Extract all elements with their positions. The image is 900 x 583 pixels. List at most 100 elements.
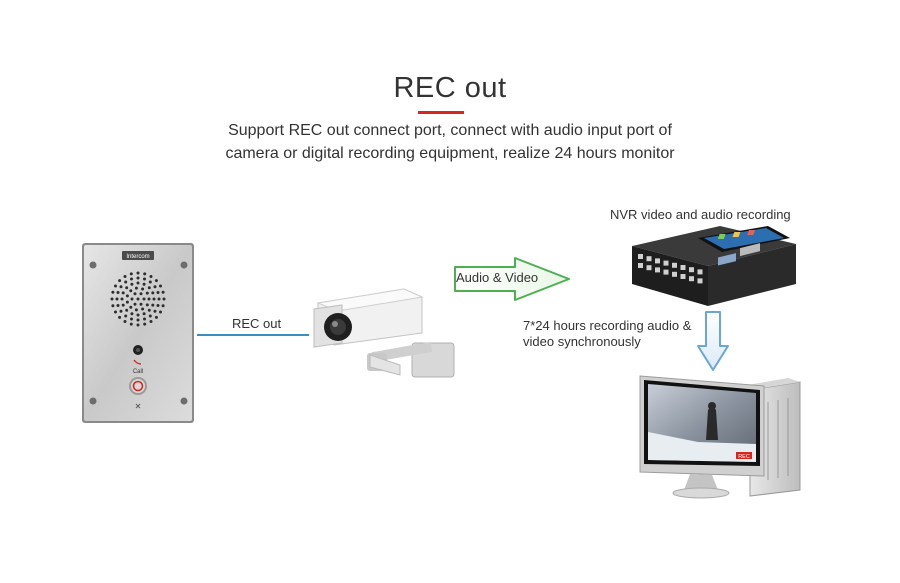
speaker-hole bbox=[119, 285, 123, 289]
speaker-hole bbox=[143, 322, 147, 326]
speaker-hole bbox=[116, 291, 120, 294]
speaker-hole bbox=[129, 272, 133, 276]
speaker-hole bbox=[134, 308, 138, 312]
speaker-hole bbox=[143, 277, 146, 281]
speaker-hole bbox=[162, 297, 166, 301]
monitor-computer-icon: REC bbox=[639, 375, 801, 499]
speaker-hole bbox=[141, 307, 145, 311]
speaker-hole bbox=[139, 302, 143, 306]
audio-video-arrow bbox=[454, 257, 570, 301]
audio-video-label: Audio & Video bbox=[456, 270, 539, 285]
speaker-hole bbox=[159, 284, 162, 288]
speaker-hole bbox=[136, 297, 140, 301]
nvr-port bbox=[646, 256, 652, 262]
speaker-hole bbox=[142, 312, 146, 316]
speaker-hole bbox=[152, 297, 156, 301]
speaker-hole bbox=[111, 290, 115, 294]
intercom-panel: Intercom Call ✕ bbox=[82, 243, 194, 423]
nvr-port bbox=[689, 276, 694, 282]
speaker-hole bbox=[139, 292, 143, 296]
speaker-hole bbox=[133, 292, 137, 296]
speaker-hole bbox=[121, 291, 125, 295]
speaker-hole bbox=[125, 294, 129, 298]
speaker-hole bbox=[116, 304, 120, 307]
speaker-hole bbox=[129, 305, 133, 309]
speaker-hole bbox=[130, 277, 133, 281]
speaker-hole bbox=[142, 297, 146, 301]
speaker-hole bbox=[129, 289, 133, 293]
speaker-hole bbox=[111, 304, 115, 308]
title-underline bbox=[418, 111, 464, 114]
speaker-hole bbox=[130, 317, 133, 321]
speaker-hole bbox=[114, 284, 117, 288]
speaker-hole bbox=[110, 297, 114, 301]
speaker-hole bbox=[130, 312, 134, 316]
nvr-port bbox=[672, 262, 677, 268]
speaker-hole bbox=[148, 280, 152, 284]
nvr-port bbox=[697, 278, 703, 284]
speaker-hole bbox=[118, 279, 122, 283]
camera-icon bbox=[313, 288, 455, 378]
speaker-hole bbox=[118, 315, 122, 319]
speaker-hole bbox=[159, 310, 162, 314]
speaker-hole bbox=[129, 322, 133, 326]
subtitle-line-1: Support REC out connect port, connect wi… bbox=[228, 122, 672, 139]
speaker-hole bbox=[147, 286, 151, 290]
speaker-hole bbox=[123, 275, 127, 278]
speaker-hole bbox=[124, 314, 128, 318]
speaker-hole bbox=[136, 313, 140, 317]
svg-text:✕: ✕ bbox=[135, 402, 142, 411]
speaker-hole bbox=[161, 304, 165, 308]
intercom-brand: Intercom bbox=[126, 254, 149, 260]
speaker-hole bbox=[161, 290, 165, 294]
down-arrow bbox=[697, 311, 729, 371]
speaker-hole bbox=[145, 303, 149, 307]
speaker-hole bbox=[130, 297, 134, 301]
nvr-port bbox=[663, 260, 669, 266]
speaker-hole bbox=[151, 303, 155, 307]
speaker-hole bbox=[125, 308, 129, 312]
nvr-port bbox=[655, 267, 660, 273]
nvr-port bbox=[646, 265, 652, 271]
speaker-hole bbox=[119, 309, 123, 313]
speaker-hole bbox=[147, 297, 151, 301]
speaker-hole bbox=[123, 320, 127, 323]
rec-out-connector-line bbox=[197, 334, 309, 336]
speaker-hole bbox=[121, 303, 125, 307]
speaker-hole bbox=[136, 281, 140, 285]
speaker-hole bbox=[143, 272, 147, 276]
nvr-port bbox=[638, 263, 643, 268]
speaker-hole bbox=[136, 323, 140, 327]
speaker-hole bbox=[147, 308, 151, 312]
nvr-port bbox=[680, 265, 686, 270]
speaker-hole bbox=[136, 271, 140, 275]
nvr-port bbox=[663, 269, 669, 275]
speaker-hole bbox=[153, 309, 157, 313]
speaker-hole bbox=[148, 314, 152, 318]
nvr-port bbox=[672, 271, 677, 277]
speaker-hole bbox=[141, 287, 145, 291]
speaker-hole bbox=[142, 282, 146, 286]
speaker-hole bbox=[145, 291, 149, 295]
speaker-hole bbox=[154, 279, 158, 283]
speaker-hole bbox=[157, 297, 161, 301]
speaker-hole bbox=[149, 275, 153, 278]
subtitle-line-2: camera or digital recording equipment, r… bbox=[225, 145, 675, 162]
sync-recording-label: 7*24 hours recording audio & video synch… bbox=[523, 318, 723, 350]
speaker-hole bbox=[151, 291, 155, 295]
speaker-hole bbox=[156, 304, 160, 307]
speaker-hole bbox=[125, 286, 129, 290]
speaker-hole bbox=[136, 318, 140, 322]
nvr-port bbox=[689, 267, 694, 273]
nvr-port bbox=[638, 254, 643, 259]
nvr-port bbox=[655, 258, 660, 264]
speaker-hole bbox=[154, 315, 158, 319]
page-title: REC out bbox=[393, 72, 507, 104]
speaker-hole bbox=[114, 310, 117, 314]
speaker-hole bbox=[133, 302, 137, 306]
nvr-recorder-icon bbox=[632, 226, 796, 306]
speaker-hole bbox=[153, 285, 157, 289]
sync-label-line-1: 7*24 hours recording audio & bbox=[523, 318, 692, 333]
nvr-port bbox=[680, 274, 686, 279]
speaker-hole bbox=[125, 300, 129, 304]
